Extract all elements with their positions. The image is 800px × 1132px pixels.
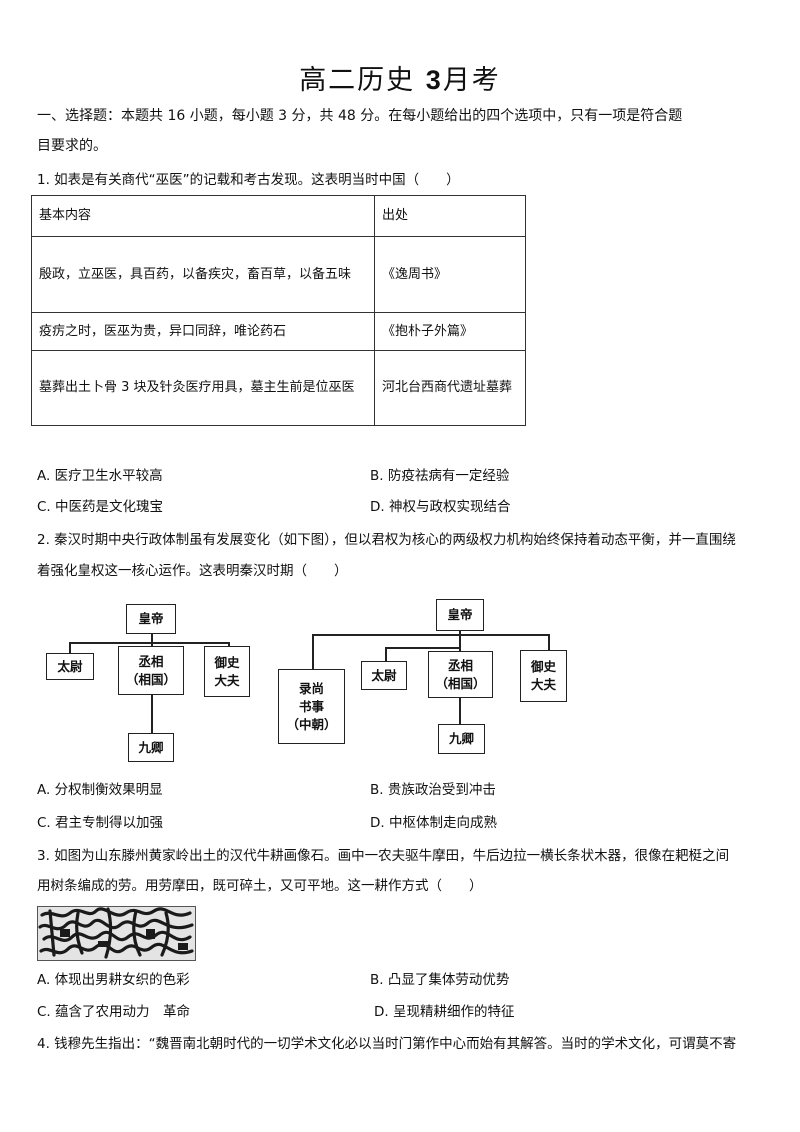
question-3-option-c[interactable]: C. 蕴含了农用动力 革命 [37,1004,191,1020]
emperor-box: 皇帝 [126,604,176,634]
jiuqing-box: 九卿 [438,724,485,754]
question-3-option-b[interactable]: B. 凸显了集体劳动优势 [370,972,510,988]
question-1-stem: 1. 如表是有关商代“巫医”的记载和考古发现。这表明当时中国（ ） [37,172,460,188]
chengxiang-label: 丞相 [138,653,164,669]
question-1-option-a[interactable]: A. 医疗卫生水平较高 [37,468,163,484]
table-cell: 《抱朴子外篇》 [374,312,526,351]
section-heading-line2: 目要求的。 [37,138,107,154]
table-cell: 《逸周书》 [374,236,526,313]
table-header-source: 出处 [374,195,526,237]
title-text: 高二历史 [299,65,416,96]
table-header-content: 基本内容 [31,195,375,237]
xiangguo-label: （相国） [435,675,486,691]
chengxiang-label: 丞相 [447,657,473,673]
question-1-option-b[interactable]: B. 防疫祛病有一定经验 [370,468,510,484]
yushi-label: 御史 [530,659,556,674]
shushi-label: 书事 [298,698,324,714]
question-1-option-c[interactable]: C. 中医药是文化瑰宝 [37,499,164,515]
table-row: 疫疠之时，医巫为贵，异口同辞，唯论药石 《抱朴子外篇》 [31,312,526,351]
yushi-label: 御史 [214,654,240,670]
question-3-stem-line1: 3. 如图为山东滕州黄家岭出土的汉代牛耕画像石。画中一农夫驱牛摩田，牛后边拉一横… [37,848,730,864]
question-3-stem-line2: 用树条编成的劳。用劳摩田，既可碎土，又可平地。这一耕作方式（ ） [37,878,483,894]
emperor-box: 皇帝 [436,599,484,631]
title-number: 3 [425,65,443,95]
question-1-option-d[interactable]: D. 神权与政权实现结合 [370,499,511,515]
question-3-option-d[interactable]: D. 呈现精耕细作的特征 [374,1004,515,1020]
question-2-option-a[interactable]: A. 分权制衡效果明显 [37,782,163,798]
lu-label: 录尚 [298,680,324,696]
taiwei-box: 太尉 [361,661,407,690]
xiangguo-label: （相国） [125,671,176,687]
question-4-stem-line1: 4. 钱穆先生指出：“魏晋南北朝时代的一切学术文化必以当时门第作中心而始有其解答… [37,1036,737,1052]
table-row: 墓葬出土卜骨 3 块及针灸医疗用具，墓主生前是位巫医 河北台西商代遗址墓葬 [31,350,526,426]
dafu-label: 大夫 [530,677,556,692]
zhongchao-label: （中朝） [286,716,337,732]
page-title: 高二历史 3月考 [0,58,800,97]
chengxiang-box: 丞相 （相国） [428,651,493,698]
taiwei-box: 太尉 [46,653,94,680]
question-2-stem-line2: 着强化皇权这一核心运作。这表明秦汉时期（ ） [37,563,348,579]
question-2-option-d[interactable]: D. 中枢体制走向成熟 [370,815,497,831]
question-1-table: 基本内容 出处 殷政，立巫医，具百药，以备疾灾，畜百草，以备五味 《逸周书》 疫… [31,195,526,426]
table-cell: 疫疠之时，医巫为贵，异口同辞，唯论药石 [31,312,375,351]
table-cell: 殷政，立巫医，具百药，以备疾灾，畜百草，以备五味 [31,236,375,313]
question-2-option-b[interactable]: B. 贵族政治受到冲击 [370,782,496,798]
table-cell: 河北台西商代遗址墓葬 [374,350,526,426]
stone-relief-pattern [38,907,195,960]
question-2-stem-line1: 2. 秦汉时期中央行政体制虽有发展变化（如下图），但以君权为核心的两级权力机构始… [37,532,736,548]
ox-plough-stone-relief-image [37,906,196,961]
table-row: 殷政，立巫医，具百药，以备疾灾，畜百草，以备五味 《逸周书》 [31,236,526,313]
table-row: 基本内容 出处 [31,195,526,237]
question-3-option-a[interactable]: A. 体现出男耕女织的色彩 [37,972,190,988]
dafu-label: 大夫 [214,672,240,688]
section-heading-line1: 一、选择题：本题共 16 小题，每小题 3 分，共 48 分。在每小题给出的四个… [37,108,683,124]
yushi-dafu-box: 御史 大夫 [520,650,567,702]
table-cell: 墓葬出土卜骨 3 块及针灸医疗用具，墓主生前是位巫医 [31,350,375,426]
title-suffix: 月考 [442,65,501,96]
question-2-option-c[interactable]: C. 君主专制得以加强 [37,815,164,831]
jiuqing-box: 九卿 [128,733,174,762]
chengxiang-box: 丞相 （相国） [118,646,184,695]
yushi-dafu-box: 御史 大夫 [204,646,250,697]
lushangshu-box: 录尚 书事 （中朝） [278,669,345,744]
